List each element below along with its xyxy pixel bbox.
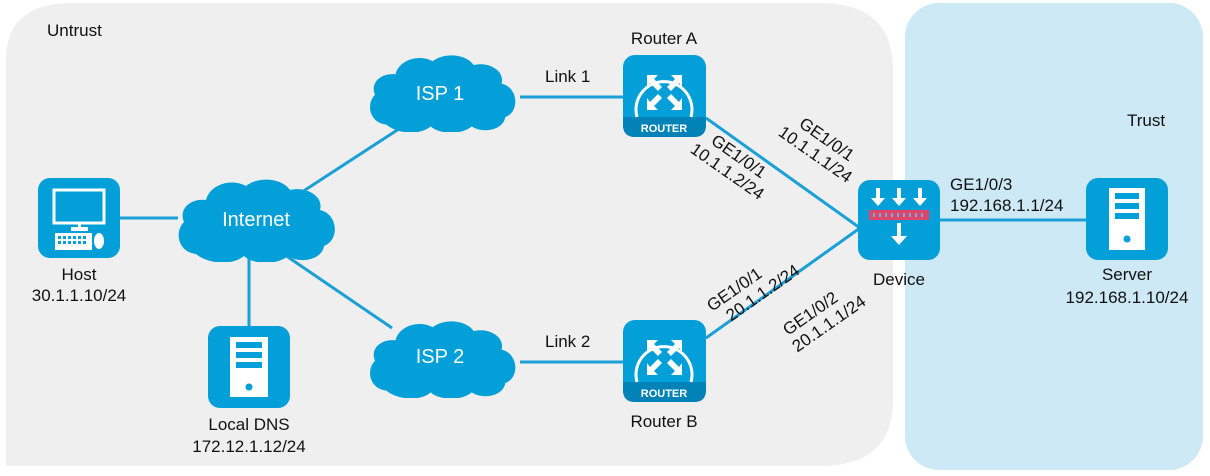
internet-label: Internet — [222, 209, 290, 231]
server-ip: 192.168.1.10/24 — [1066, 288, 1189, 307]
server-icon — [208, 326, 290, 408]
host-name: Host — [62, 265, 97, 284]
isp2-label: ISP 2 — [416, 346, 465, 368]
router-b-node: ROUTER Router B — [623, 320, 706, 431]
host-ip: 30.1.1.10/24 — [32, 286, 127, 305]
router-a-node: Router A ROUTER — [623, 29, 706, 137]
device-server-ip: 192.168.1.1/24 — [950, 196, 1063, 215]
local-dns-ip: 172.12.1.12/24 — [192, 437, 305, 456]
device-node: Device — [858, 180, 940, 289]
isp2-cloud: ISP 2 — [370, 321, 516, 398]
link-routerb-device — [705, 226, 861, 340]
device-name: Device — [873, 270, 925, 289]
isp1-cloud: ISP 1 — [370, 55, 516, 132]
link-internet-isp2 — [284, 253, 393, 330]
router-b-badge: ROUTER — [641, 388, 688, 400]
router-icon: ROUTER — [623, 55, 706, 137]
link-internet-isp1 — [301, 123, 406, 194]
server-icon — [1086, 178, 1168, 260]
server-name: Server — [1102, 265, 1152, 284]
host-node: Host 30.1.1.10/24 — [32, 178, 127, 305]
desktop-computer-icon — [38, 178, 120, 258]
trust-zone — [905, 3, 1203, 470]
internet-cloud: Internet — [178, 179, 335, 262]
trust-zone-label: Trust — [1127, 111, 1165, 130]
link-routera-device — [705, 116, 861, 230]
local-dns-name: Local DNS — [208, 415, 289, 434]
link2-label: Link 2 — [545, 332, 590, 351]
router-b-name: Router B — [630, 412, 697, 431]
router-a-name: Router A — [631, 29, 698, 48]
router-icon: ROUTER — [623, 320, 706, 402]
local-dns-node: Local DNS 172.12.1.12/24 — [192, 326, 306, 456]
router-a-badge: ROUTER — [641, 123, 688, 135]
link1-label: Link 1 — [545, 67, 590, 86]
isp1-label: ISP 1 — [416, 83, 465, 105]
untrust-zone-label: Untrust — [47, 21, 102, 40]
device-server-port: GE1/0/3 — [950, 175, 1012, 194]
server-node: Server 192.168.1.10/24 — [1066, 178, 1189, 307]
firewall-icon — [858, 180, 940, 260]
